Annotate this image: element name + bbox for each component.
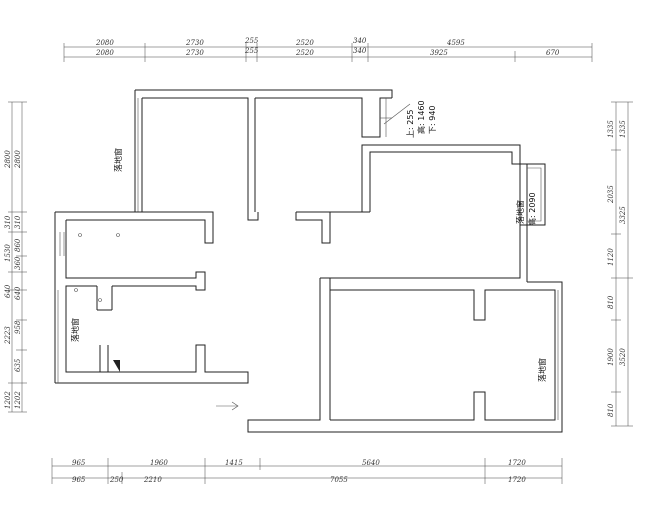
- right-dimension-lines: [611, 101, 633, 427]
- window-label-right-mid-height: 高: 2090: [527, 192, 537, 226]
- left-dim-13: 635: [14, 358, 22, 372]
- sill-note-leader: [383, 103, 411, 125]
- bottom-dim-6: 965: [72, 476, 86, 484]
- column-marker-icon: [113, 360, 120, 372]
- entrance-arrow-icon: [216, 401, 239, 411]
- sill-note-1: 上: 255: [406, 109, 415, 138]
- bottom-dimension-lines: [51, 458, 563, 484]
- sill-note-2: 高: 1460: [416, 100, 426, 134]
- top-dim-11: 340: [353, 47, 367, 55]
- top-dim-4: 2520: [295, 39, 314, 47]
- left-dim-5: 2223: [4, 326, 12, 345]
- top-dim-9: 255: [244, 47, 259, 55]
- top-dim-2: 2730: [185, 39, 204, 47]
- bottom-dim-1: 965: [72, 459, 86, 467]
- right-dim-2: 2035: [607, 185, 615, 204]
- top-dim-8: 2730: [185, 49, 204, 57]
- window-label-right-mid: 落地窗: [515, 200, 525, 224]
- bottom-dim-7: 250: [109, 476, 124, 484]
- left-dimension-lines: [8, 101, 27, 413]
- left-dim-7: 2800: [14, 150, 22, 169]
- right-dim-5: 1900: [607, 348, 615, 366]
- top-dim-3: 255: [244, 37, 259, 45]
- left-dim-1: 2800: [4, 150, 12, 169]
- left-dim-10: 360: [14, 256, 22, 270]
- right-dimension-texts: 1335 2035 1120 810 1900 810 1335 3325 35…: [607, 120, 627, 417]
- bottom-dim-10: 1720: [508, 476, 526, 484]
- window-label-bottom-right: 落地窗: [537, 358, 547, 382]
- right-dim-1: 1335: [607, 120, 615, 138]
- top-dim-10: 2520: [295, 49, 314, 57]
- right-dim-8: 3325: [619, 206, 627, 224]
- top-dim-6: 4595: [446, 39, 465, 47]
- top-dim-7: 2080: [95, 49, 114, 57]
- left-dim-14: 1202: [14, 391, 22, 409]
- bottom-dimension-texts: 965 1960 1415 5640 1720 965 250 2210 705…: [72, 459, 526, 484]
- right-dim-6: 810: [607, 403, 615, 417]
- left-dim-11: 640: [14, 286, 22, 300]
- window-label-top-left: 落地窗: [113, 148, 123, 172]
- bottom-dim-2: 1960: [150, 459, 168, 467]
- right-dim-4: 810: [607, 295, 615, 309]
- bottom-dim-9: 7055: [330, 476, 348, 484]
- left-dim-4: 640: [4, 284, 12, 298]
- left-dim-2: 310: [4, 215, 12, 229]
- top-dim-5: 340: [353, 37, 367, 45]
- bottom-dim-4: 5640: [362, 459, 380, 467]
- left-dim-9: 860: [14, 238, 22, 252]
- top-dim-12: 3925: [430, 49, 448, 57]
- left-dim-12: 958: [14, 320, 22, 334]
- sill-note-3: 下: 940: [428, 105, 437, 134]
- right-dim-3: 1120: [607, 248, 615, 266]
- left-dim-8: 310: [14, 215, 22, 229]
- right-dim-9: 3520: [619, 348, 627, 366]
- top-dimension-lines: [63, 43, 593, 62]
- top-dim-13: 670: [546, 49, 560, 57]
- left-dim-3: 1530: [4, 244, 12, 262]
- right-dim-7: 1335: [619, 120, 627, 138]
- left-dim-6: 1202: [4, 391, 12, 409]
- top-dim-1: 2080: [95, 39, 114, 47]
- bottom-dim-8: 2210: [143, 476, 162, 484]
- walls: [54, 89, 563, 433]
- left-dimension-texts: 2800 310 1530 640 2223 1202 2800 310 860…: [4, 150, 22, 409]
- bottom-dim-5: 1720: [508, 459, 526, 467]
- window-label-left: 落地窗: [70, 318, 80, 342]
- bottom-dim-3: 1415: [225, 459, 243, 467]
